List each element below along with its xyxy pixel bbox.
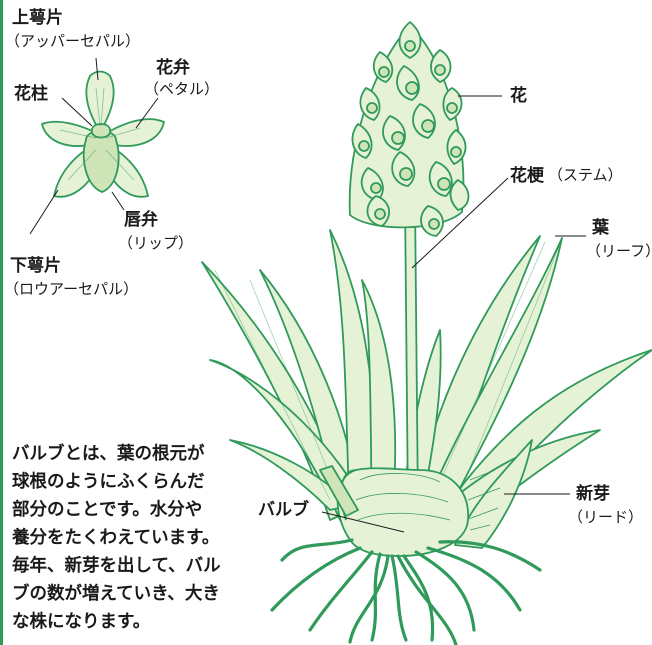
- label-lower-sepal: 下萼片: [10, 256, 61, 276]
- label-lip-reading: （リップ）: [118, 234, 194, 252]
- bulb-description: バルブとは、葉の根元が 球根のようにふくらんだ 部分のことです。水分や 養分をた…: [12, 440, 264, 636]
- description-line: な株になります。: [12, 612, 151, 632]
- leader-stem: [411, 177, 509, 269]
- description-line: バルブとは、葉の根元が: [12, 444, 205, 464]
- roots-drawing: [270, 538, 542, 645]
- label-flower: 花: [510, 86, 527, 106]
- label-upper-sepal: 上萼片: [12, 8, 63, 28]
- label-stem-reading: （ステム）: [548, 166, 623, 184]
- label-column: 花柱: [14, 84, 48, 104]
- leader-column: [61, 97, 93, 127]
- description-line: 部分のことです。水分や: [12, 500, 203, 520]
- leader-lip: [111, 191, 125, 211]
- label-lower-sepal-reading: （ロウアーセパル）: [4, 280, 139, 298]
- label-new-shoot: 新芽: [576, 484, 610, 504]
- flower-stem-drawing: [404, 199, 419, 511]
- label-stem: 花梗: [510, 166, 544, 186]
- label-upper-sepal-reading: （アッパーセパル）: [5, 32, 141, 50]
- label-lip: 唇弁: [124, 210, 158, 230]
- label-new-shoot-reading: （リード）: [568, 508, 644, 526]
- leader-petal: [135, 97, 159, 129]
- new-shoot-drawing: [454, 439, 533, 549]
- leaves: [201, 229, 652, 526]
- description-line: 毎年、新芽を出して、バル: [12, 556, 221, 576]
- description-line: 養分をたくわえています。: [12, 528, 220, 548]
- bulb-drawing: [319, 465, 469, 557]
- label-petal-reading: （ペタル）: [144, 80, 220, 98]
- leader-upper-sepal: [95, 57, 99, 81]
- flower-detail-drawing: [41, 70, 165, 198]
- leader-bulb: [321, 511, 405, 533]
- label-leaf-reading: （リーフ）: [586, 242, 652, 260]
- label-leaf: 葉: [592, 218, 609, 238]
- label-petal: 花弁: [156, 58, 190, 78]
- flower-spike: [348, 21, 470, 237]
- leader-lower-sepal: [29, 189, 59, 235]
- description-line: ブの数が増えていき、大き: [12, 584, 220, 604]
- left-border: [0, 0, 3, 645]
- label-bulb: バルブ: [258, 500, 309, 520]
- description-line: 球根のようにふくらんだ: [12, 472, 205, 492]
